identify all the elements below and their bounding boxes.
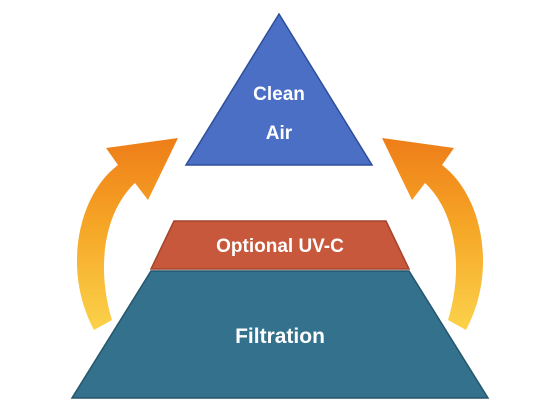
filtration-layer	[70, 270, 490, 399]
clean-air-label-line2: Air	[266, 123, 293, 144]
clean-air-label-line1: Clean	[253, 84, 305, 105]
right-curved-arrow-icon	[382, 138, 484, 330]
uv-c-layer	[149, 220, 411, 270]
clean-air-triangle	[184, 12, 374, 166]
filtration-label: Filtration	[235, 325, 325, 348]
left-curved-arrow-icon	[76, 138, 178, 330]
uv-c-label: Optional UV-C	[216, 236, 344, 257]
